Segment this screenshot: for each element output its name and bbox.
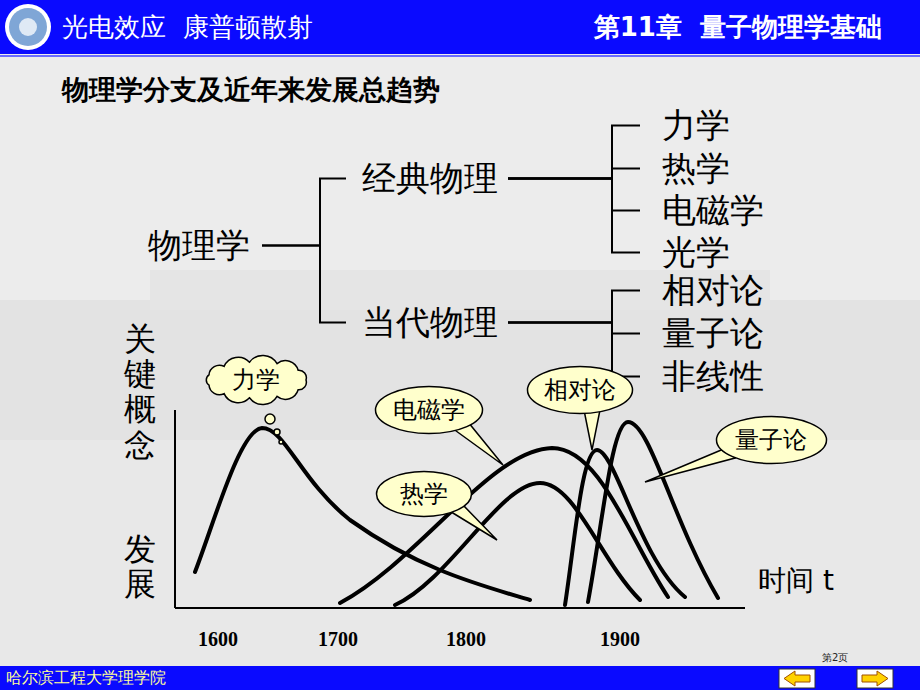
tree-item: 力学 [640,106,736,145]
curves [195,422,718,605]
header-bar [0,0,920,54]
nav-left-arrow [784,671,810,686]
node-text: 相对论 [662,271,764,310]
tree-bracket [508,179,640,253]
bubble-outline [376,387,483,434]
tree-bracket [262,246,346,323]
tree-item: 电磁学 [640,191,770,230]
quantum-curve [588,422,718,602]
header-topic: 光电效应 康普顿散射 [62,11,313,44]
tree-bracket [508,323,640,334]
tree-item: 非线性 [640,357,770,396]
axis-title: 时间 t [758,563,834,598]
node-text: 电磁学 [393,396,465,425]
tree-item: 光学 [640,233,736,272]
tree-item: 物理学 [136,226,262,265]
tree-item: 热学 [640,149,736,188]
tick-label: 1800 [446,627,486,652]
node-text: 热学 [662,149,730,188]
node-text: 非线性 [662,357,764,396]
footer-bar [0,666,920,690]
tree-item: 相对论 [640,271,770,310]
nav-right-arrow [862,671,888,686]
node-text: 当代物理 [362,303,498,342]
bubble-tail [645,448,735,482]
node-text: 热学 [400,480,448,509]
tree-item: 量子论 [640,314,770,353]
mechanics-curve [195,428,530,600]
axis-title: 关键概念 [124,322,156,463]
electromagnetism-curve [340,448,668,603]
thought-dot [265,414,275,424]
nav-button [779,669,815,688]
tree-bracket [508,179,640,211]
axis-title: 发展 [124,532,156,602]
faded-ground [0,440,920,666]
speech-bubble: 量子论 [715,415,828,465]
node-text: 光学 [662,233,730,272]
thought-bubble: 力学 [199,354,314,406]
header-chapter: 第11章 量子物理学基础 [594,11,882,44]
bubble-tail [584,410,600,450]
bubble-tails [265,410,735,540]
logo-ring [5,4,51,50]
nav-button [857,669,893,688]
bubble-outline [528,367,633,414]
logo [9,8,47,46]
slide-title: 物理学分支及近年来发展总趋势 [62,74,440,106]
node-text: 电磁学 [662,191,764,230]
node-text: 量子论 [735,426,807,455]
page-number: 第2页 [822,652,848,665]
speech-bubble: 电磁学 [374,385,484,435]
tree-bracket [262,179,346,246]
node-text: 力学 [232,366,280,395]
footer-institution: 哈尔滨工程大学理学院 [6,668,166,688]
bubble-outline [716,417,826,464]
tick-label: 1700 [318,627,358,652]
tree-bracket [508,126,640,179]
node-text: 力学 [662,106,730,145]
thought-dot [274,429,280,435]
y-axis [174,410,176,608]
speech-bubble: 热学 [375,470,473,518]
node-text: 物理学 [148,226,250,265]
thought-dot [279,440,283,444]
node-text: 量子论 [662,314,764,353]
bubble-outline [377,472,472,517]
tree-item: 当代物理 [346,303,508,342]
node-text: 相对论 [544,376,616,405]
tick-label: 1900 [600,627,640,652]
tree-item: 经典物理 [346,159,508,198]
tree-bracket [508,169,640,179]
node-text: 经典物理 [362,159,498,198]
tick-label: 1600 [198,627,238,652]
speech-bubble: 相对论 [526,365,634,415]
tree-bracket [508,291,640,323]
x-axis [175,607,745,609]
logo-center [19,18,37,36]
header-rule [0,55,920,57]
cloud-outline [206,355,306,404]
